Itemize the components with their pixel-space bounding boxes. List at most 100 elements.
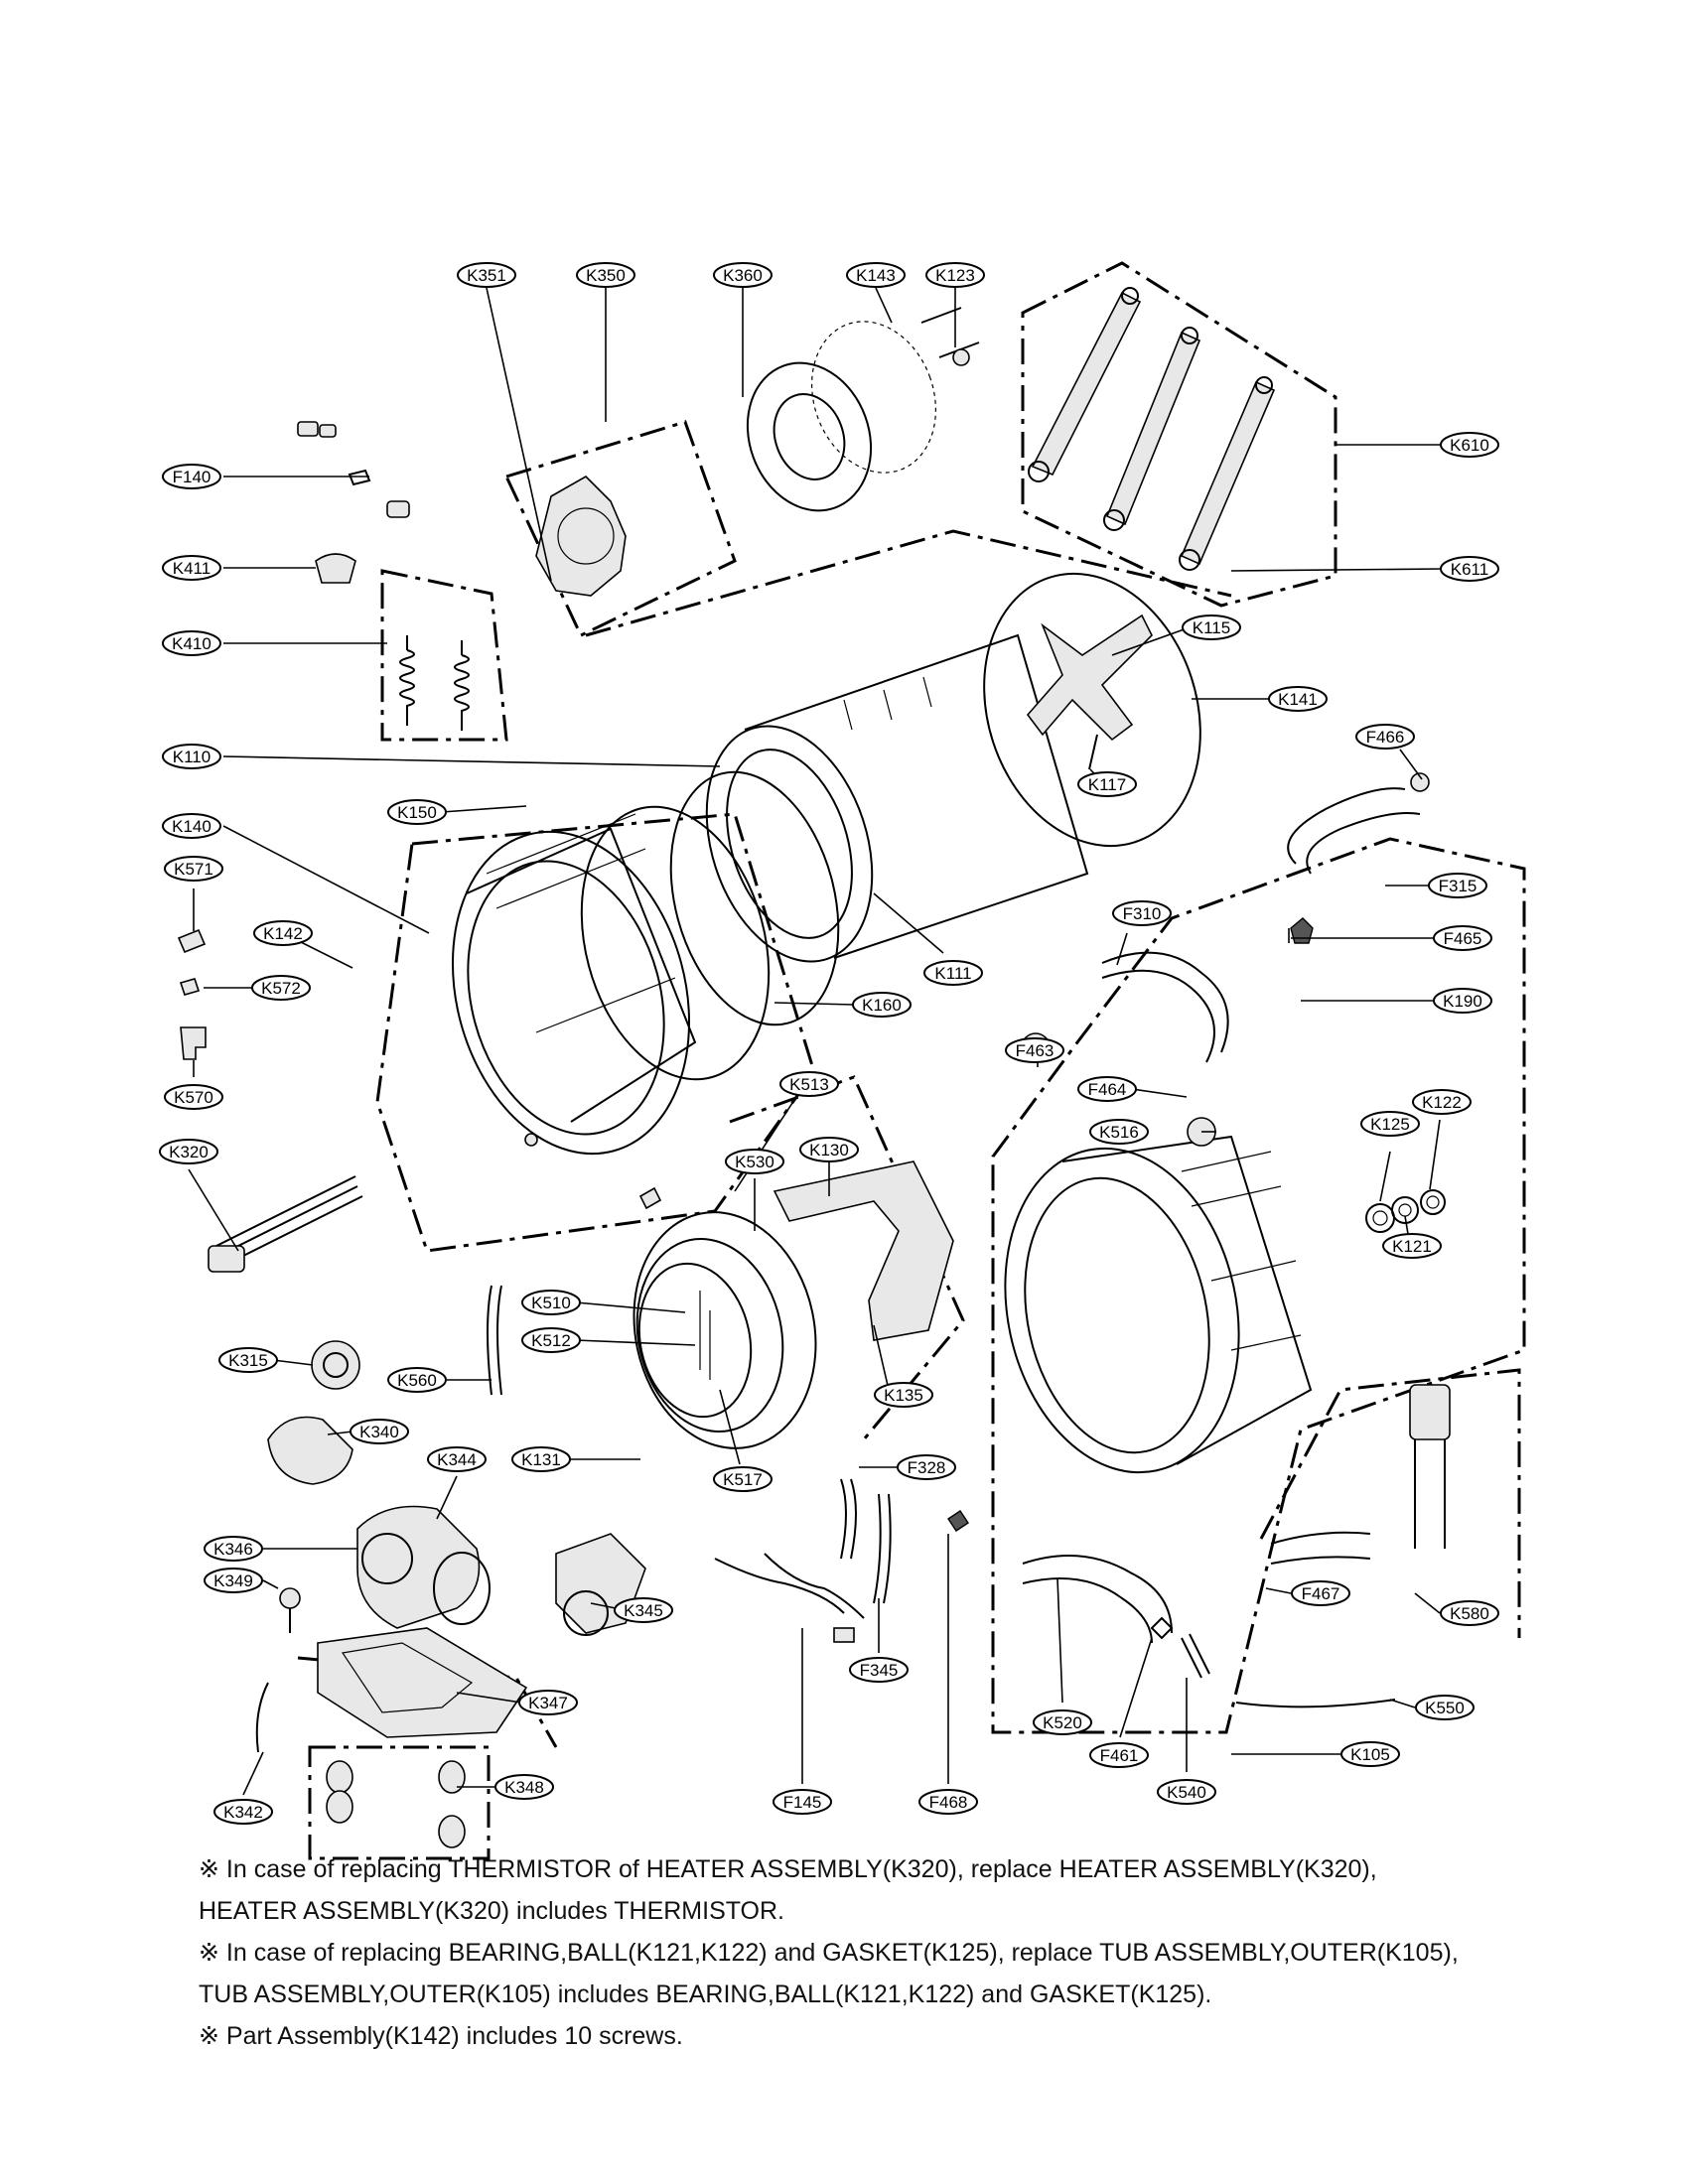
callout-oval [1182,614,1241,640]
callout-k360: K360 [713,262,773,288]
callout-k348: K348 [494,1774,554,1800]
shock-absorbers [1028,287,1276,571]
callout-text: K340 [359,1423,399,1441]
callout-text: K150 [397,803,437,822]
callout-text: K580 [1450,1604,1489,1623]
callout-k351: K351 [457,262,516,288]
note-line: ※ Part Assembly(K142) includes 10 screws… [199,2022,683,2050]
callout-k571: K571 [164,856,223,882]
callout-text: K115 [1193,618,1230,637]
callout-oval [1291,1580,1350,1606]
callout-oval [897,1454,956,1480]
callout-f145: F145 [773,1789,832,1815]
callout-text: K346 [213,1540,253,1559]
group-outlines [297,261,1526,1860]
callout-k140: K140 [162,813,221,839]
callout-f466: F466 [1355,724,1415,750]
callout-k130: K130 [799,1137,859,1162]
callout-text: K349 [213,1571,253,1590]
callout-oval [387,799,447,825]
callout-text: K550 [1425,1699,1465,1717]
callout-k105: K105 [1340,1741,1400,1767]
callout-f464: F464 [1077,1076,1137,1102]
callout-k135: K135 [874,1382,933,1408]
callout-oval [725,1149,784,1174]
callout-k117: K117 [1077,771,1137,797]
callout-text: K342 [223,1803,263,1822]
callout-oval [1440,556,1499,582]
callout-text: F328 [908,1458,946,1477]
callout-text: F461 [1100,1746,1139,1765]
callout-text: K135 [884,1386,923,1405]
callout-k346: K346 [204,1536,263,1562]
inner-drum [705,572,1201,963]
callout-k530: K530 [725,1149,784,1174]
callout-text: K540 [1167,1783,1206,1802]
callout-text: K130 [809,1141,849,1160]
callout-oval [1360,1111,1420,1137]
callout-k150: K150 [387,799,447,825]
callout-k344: K344 [427,1446,487,1472]
callout-text: K610 [1450,436,1489,455]
callout-oval [213,1799,273,1825]
callout-oval [874,1382,933,1408]
callout-oval [251,975,311,1001]
callout-f345: F345 [849,1657,909,1683]
feet [326,1760,466,1848]
callout-oval [1415,1695,1475,1720]
callout-k320: K320 [159,1139,218,1164]
callout-oval [521,1290,581,1315]
callout-text: K571 [174,860,213,879]
callout-text: F466 [1366,728,1405,747]
callout-oval [162,813,221,839]
callout-oval [923,960,983,986]
callout-oval [852,992,912,1018]
callout-oval [518,1690,578,1715]
callout-oval [1340,1741,1400,1767]
callout-text: K105 [1350,1745,1390,1764]
callout-f465: F465 [1433,925,1492,951]
callout-oval [521,1327,581,1353]
callout-k121: K121 [1382,1233,1442,1259]
callout-text: K160 [862,996,902,1015]
callout-oval [1268,686,1328,712]
callout-f140: F140 [162,464,221,489]
callout-text: K121 [1392,1237,1432,1256]
callout-oval [162,630,221,656]
callout-oval [918,1789,978,1815]
callout-oval [1433,988,1492,1014]
callout-oval [1440,1600,1499,1626]
callout-text: K345 [624,1601,663,1620]
callout-text: K344 [437,1450,477,1469]
callout-text: K347 [528,1694,568,1712]
callout-k143: K143 [846,262,906,288]
callout-oval [1355,724,1415,750]
callout-k516: K516 [1089,1119,1149,1145]
hub-and-spider [535,307,980,597]
callout-oval [614,1597,673,1623]
callout-oval [164,1084,223,1110]
rear-bracket-and-motor [633,1160,954,1449]
callout-text: K110 [173,748,211,766]
callout-k572: K572 [251,975,311,1001]
callout-oval [204,1536,263,1562]
callout-text: K516 [1099,1123,1139,1142]
callout-k160: K160 [852,992,912,1018]
callout-text: F310 [1123,904,1162,923]
callout-oval [494,1774,554,1800]
callout-k520: K520 [1033,1709,1092,1735]
callout-text: K560 [397,1371,437,1390]
callout-oval [779,1071,839,1097]
callout-text: K512 [531,1331,571,1350]
callout-f463: F463 [1005,1037,1064,1063]
callout-oval [427,1446,487,1472]
callout-oval [164,856,223,882]
callout-text: K143 [856,266,896,285]
callout-f315: F315 [1428,873,1487,898]
callout-text: F465 [1444,929,1482,948]
callout-k610: K610 [1440,432,1499,458]
callout-oval [1112,900,1172,926]
callout-oval [204,1568,263,1593]
callout-text: K572 [261,979,301,998]
